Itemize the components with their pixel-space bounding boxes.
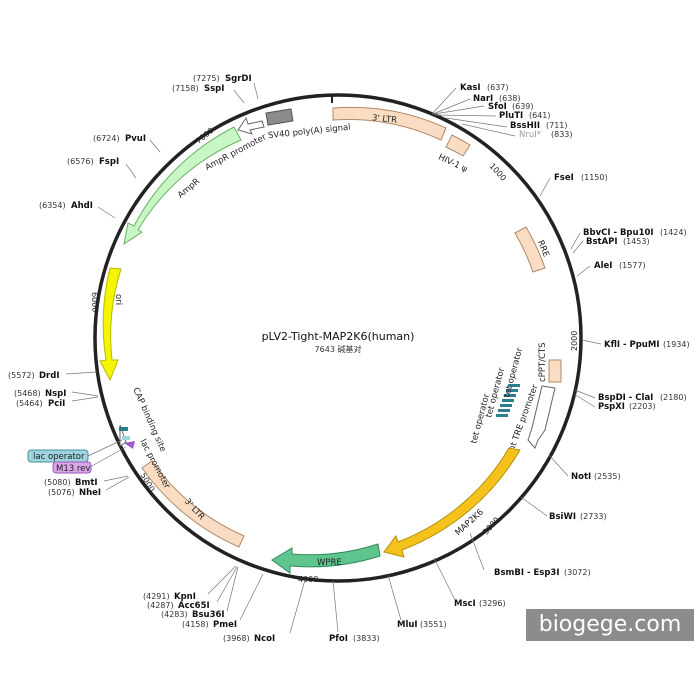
- site-name: KasI: [460, 83, 481, 93]
- feature-ori: ori: [99, 267, 123, 382]
- feature-rre: RRE: [514, 226, 551, 273]
- site-pos: (3072): [564, 568, 591, 577]
- site-pos: (641): [529, 111, 551, 120]
- site-name: Acc65I: [178, 601, 210, 611]
- svg-text:M13 rev: M13 rev: [56, 464, 90, 474]
- site-pos: (1453): [623, 237, 650, 246]
- site-pos: (5464): [16, 399, 43, 408]
- site-pos: (7158): [172, 84, 199, 93]
- site-pos: (1424): [660, 228, 687, 237]
- site-name: BspDI - ClaI: [598, 393, 653, 403]
- lac-operator-label: lac operator: [27, 439, 123, 463]
- svg-text:SV40 poly(A) signal: SV40 poly(A) signal: [267, 123, 351, 142]
- site-pos: (3833): [353, 634, 380, 643]
- feature-wpre: WPRE: [271, 543, 381, 574]
- tick-label-2000: 2000: [570, 331, 579, 351]
- site-name: BbvCI - Bpu10I: [583, 228, 654, 238]
- site-pos: (5572): [8, 371, 35, 380]
- site-name: AhdI: [71, 201, 93, 211]
- site-name: KflI - PpuMI: [604, 340, 659, 350]
- site-pos: (4287): [147, 601, 174, 610]
- site-name: SspI: [204, 84, 224, 94]
- site-pos: (639): [512, 102, 534, 111]
- site-name: NarI: [473, 94, 493, 104]
- site-pos: (638): [499, 94, 521, 103]
- site-name: FspI: [99, 157, 119, 167]
- site-name: SfoI: [488, 102, 507, 112]
- site-name: PciI: [48, 399, 65, 409]
- site-name: BssHII: [510, 121, 540, 131]
- site-pos: (3968): [223, 634, 250, 643]
- site-pos: (1577): [619, 261, 646, 270]
- site-name: AleI: [594, 261, 612, 271]
- site-name: BmtI: [75, 478, 98, 488]
- site-name: PluTI: [499, 111, 523, 121]
- site-pos: (4291): [143, 592, 170, 601]
- site-pos: (1934): [663, 340, 690, 349]
- feature-ampr: AmpR: [123, 126, 242, 246]
- plasmid-name: pLV2-Tight-MAP2K6(human): [262, 330, 415, 343]
- site-name: SgrDI: [225, 74, 252, 84]
- site-name: PmeI: [213, 620, 237, 630]
- site-name: MscI: [454, 599, 476, 609]
- site-name: PvuI: [125, 134, 146, 144]
- site-name: Bsu36I: [192, 610, 225, 620]
- tick-label-6000: 6000: [90, 292, 100, 313]
- restriction-sites: [65, 82, 602, 634]
- site-name: BstAPI: [586, 237, 618, 247]
- site-name: NotI: [571, 472, 591, 482]
- tick-label-4000: 4000: [298, 575, 318, 584]
- site-name: MluI: [397, 620, 418, 630]
- site-pos: (6576): [67, 157, 94, 166]
- site-pos: (4283): [161, 610, 188, 619]
- m13-rev-label: M13 rev: [52, 446, 127, 474]
- feature-3ltr-top: 3' LTR: [332, 106, 447, 141]
- svg-text:WPRE: WPRE: [317, 558, 342, 568]
- site-pos: (6354): [39, 201, 66, 210]
- site-pos: (7275): [193, 74, 220, 83]
- site-name: NruI*: [519, 130, 541, 140]
- site-pos: (833): [551, 130, 573, 139]
- site-pos: (5468): [14, 389, 41, 398]
- svg-text:lac operator: lac operator: [33, 452, 85, 462]
- site-pos: (4158): [182, 620, 209, 629]
- svg-text:cPPT/CTS: cPPT/CTS: [538, 342, 548, 382]
- feature-cppt-cts: cPPT/CTS: [538, 342, 562, 383]
- site-pos: (3551): [420, 620, 447, 629]
- site-pos: (2535): [594, 472, 621, 481]
- site-name: NspI: [45, 389, 66, 399]
- site-name: BsiWI: [549, 512, 576, 522]
- site-name: DrdI: [39, 371, 60, 381]
- feature-map2k6: MAP2K6: [383, 447, 521, 558]
- site-pos: (1150): [581, 173, 608, 182]
- site-pos: (2203): [629, 402, 656, 411]
- site-name: KpnI: [174, 592, 196, 602]
- site-pos: (3296): [479, 599, 506, 608]
- site-pos: (711): [546, 121, 568, 130]
- svg-text:tet operator: tet operator: [469, 392, 492, 444]
- site-name: NcoI: [254, 634, 275, 644]
- site-pos: (5080): [44, 478, 71, 487]
- tick-label-1000: 1000: [488, 162, 508, 183]
- plasmid-size: 7643 碱基对: [315, 344, 362, 354]
- site-name: PspXI: [598, 402, 625, 412]
- site-name: NheI: [79, 488, 101, 498]
- site-pos: (637): [487, 83, 509, 92]
- watermark: biogege.com: [526, 609, 694, 641]
- site-name: BsmBI - Esp3I: [494, 568, 560, 578]
- site-pos: (5076): [48, 488, 75, 497]
- site-pos: (2180): [660, 393, 687, 402]
- backbone-circle: [93, 93, 583, 583]
- feature-hiv1-psi: HIV-1 ψ: [437, 134, 471, 175]
- site-name: FseI: [554, 173, 574, 183]
- site-pos: (6724): [93, 134, 120, 143]
- site-name: PfoI: [329, 634, 348, 644]
- svg-text:HIV-1 ψ: HIV-1 ψ: [437, 153, 470, 175]
- site-pos: (2733): [580, 512, 607, 521]
- svg-text:ori: ori: [113, 294, 123, 305]
- svg-text:AmpR: AmpR: [176, 177, 202, 201]
- svg-text:3' LTR: 3' LTR: [371, 113, 397, 126]
